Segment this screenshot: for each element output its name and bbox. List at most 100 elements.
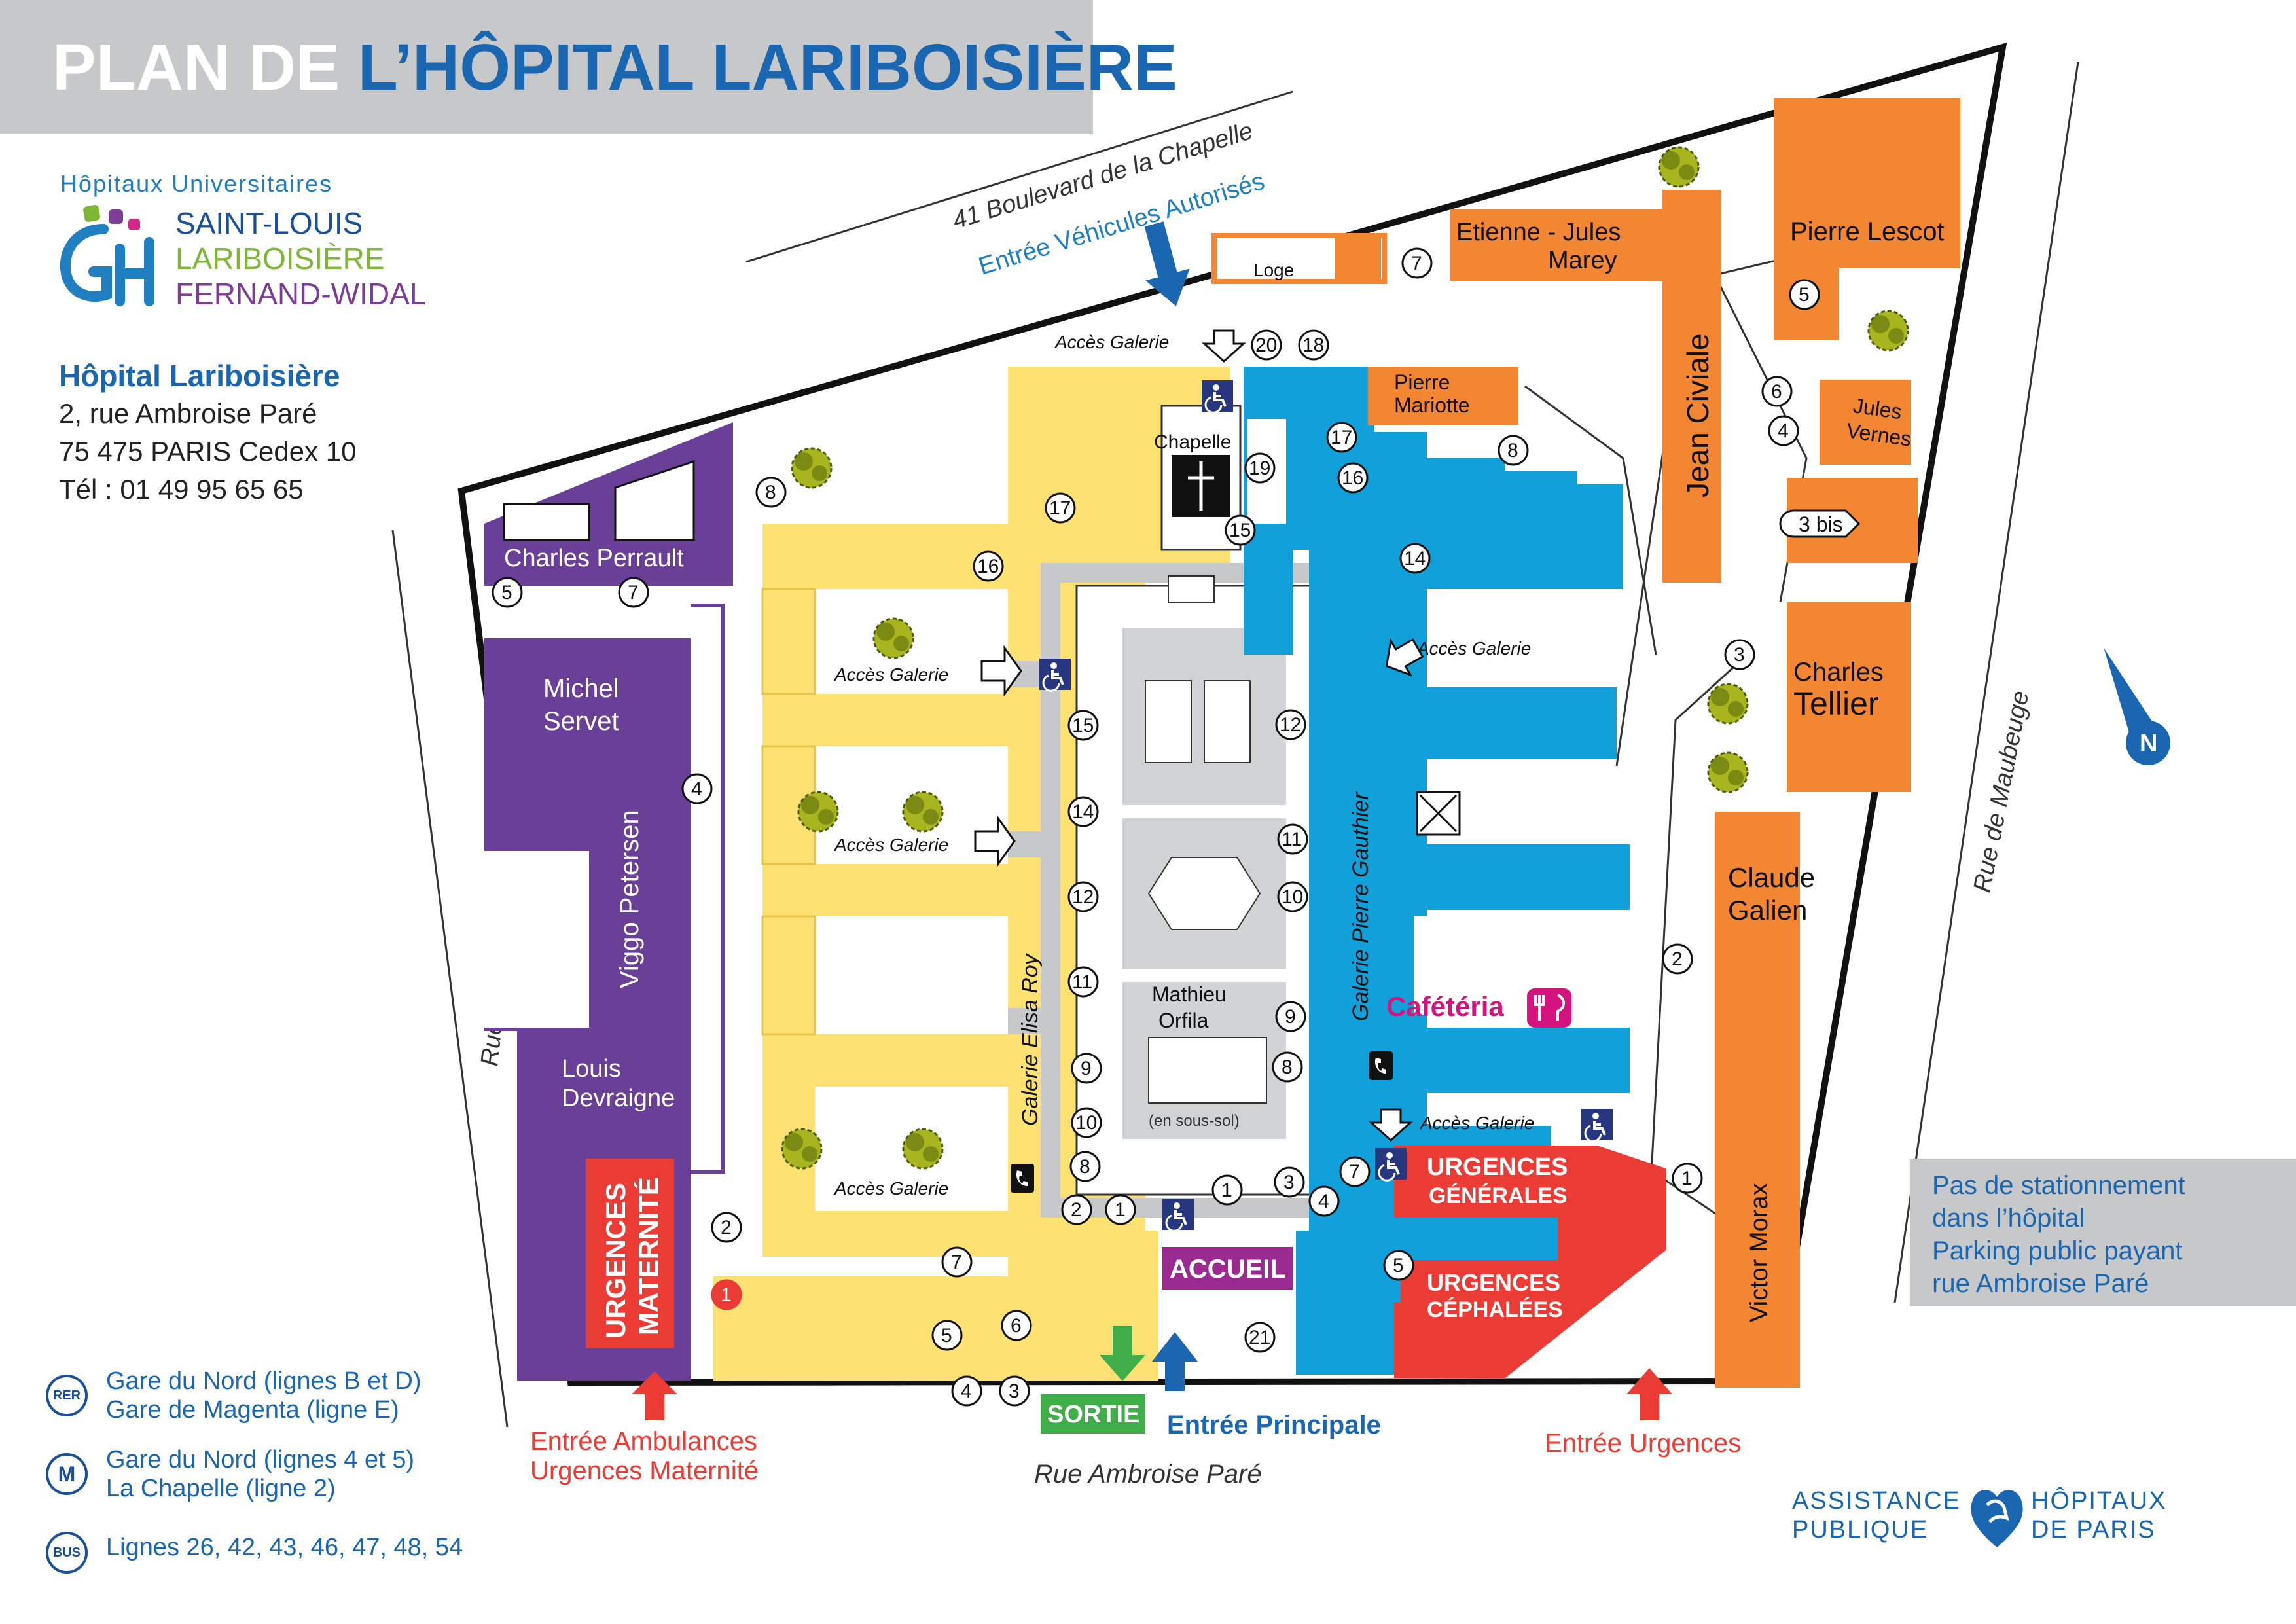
logo-line-saint-louis: SAINT-LOUIS <box>175 206 363 240</box>
label-entree-ambulances-2: Urgences Maternité <box>530 1456 759 1485</box>
marker: 4 <box>951 1375 982 1407</box>
label-charles-tellier-2: Tellier <box>1793 685 1879 722</box>
svg-text:7: 7 <box>1411 253 1422 274</box>
svg-text:17: 17 <box>1049 497 1071 519</box>
main-entrance-arrow <box>1152 1332 1198 1391</box>
marker: 12 <box>1067 881 1099 912</box>
bus-icon: BUS <box>46 1532 88 1574</box>
svg-text:12: 12 <box>1280 714 1301 736</box>
label-accueil: ACCUEIL <box>1170 1255 1286 1284</box>
label-urgences-cephalees-2: CÉPHALÉES <box>1427 1297 1563 1322</box>
svg-text:19: 19 <box>1249 458 1270 479</box>
page-title: PLAN DE L’HÔPITAL LARIBOISIÈRE <box>52 31 1177 104</box>
label-urgences-cephalees-1: URGENCES <box>1427 1269 1560 1296</box>
label-acces-galerie-1: Accès Galerie <box>1054 332 1169 352</box>
label-chapelle: Chapelle <box>1154 431 1231 453</box>
svg-text:18: 18 <box>1302 334 1324 356</box>
marker: 3 <box>1724 639 1755 670</box>
marker: 9 <box>1275 1001 1306 1032</box>
svg-text:3: 3 <box>1009 1380 1020 1402</box>
street-line-north <box>745 90 1293 263</box>
label-acces-galerie-6: Accès Galerie <box>1419 1113 1534 1133</box>
marker: 21 <box>1244 1322 1276 1353</box>
hospital-address: Hôpital Lariboisière 2, rue Ambroise Par… <box>59 357 357 509</box>
metro-icon: M <box>46 1453 88 1495</box>
marker: 8 <box>1272 1051 1303 1083</box>
label-etienne-jules-marey-2: Marey <box>1548 247 1617 274</box>
svg-text:4: 4 <box>961 1380 972 1402</box>
label-acces-galerie-2: Accès Galerie <box>833 664 948 685</box>
label-en-sous-sol: (en sous-sol) <box>1149 1112 1240 1130</box>
marker: 10 <box>1277 881 1308 912</box>
label-mathieu-orfila-1: Mathieu <box>1152 983 1227 1006</box>
svg-text:4: 4 <box>1318 1191 1329 1212</box>
address-street: 2, rue Ambroise Paré <box>59 398 317 429</box>
svg-text:12: 12 <box>1072 886 1094 908</box>
label-galerie-pierre-gauthier: Galerie Pierre Gauthier <box>1348 791 1373 1021</box>
transport-metro: M Gare du Nord (lignes 4 et 5) La Chapel… <box>46 1440 543 1519</box>
svg-text:7: 7 <box>628 582 639 604</box>
svg-text:3: 3 <box>1734 644 1745 666</box>
marker: 14 <box>1399 543 1431 574</box>
svg-text:17: 17 <box>1331 427 1352 448</box>
svg-text:6: 6 <box>1771 381 1782 403</box>
svg-text:5: 5 <box>941 1325 952 1346</box>
transport-bus: BUS Lignes 26, 42, 43, 46, 47, 48, 54 <box>46 1519 543 1597</box>
svg-text:4: 4 <box>691 778 702 800</box>
marker: 2 <box>1662 943 1693 975</box>
svg-text:14: 14 <box>1072 801 1094 823</box>
gh-logo: Hôpitaux Universitaires SAINT-LOUIS LARI… <box>58 170 427 321</box>
label-acces-galerie-5: Accès Galerie <box>1416 638 1531 659</box>
address-city: 75 475 PARIS Cedex 10 <box>59 436 357 467</box>
parking-info: Pas de stationnement dans l’hôpital Park… <box>1910 1159 2296 1306</box>
address-phone[interactable]: Tél : 01 49 95 65 65 <box>59 474 304 505</box>
logo-line-fernand-widal: FERNAND-WIDAL <box>175 277 427 311</box>
svg-text:11: 11 <box>1072 971 1092 993</box>
svg-text:6: 6 <box>1011 1315 1022 1337</box>
marker: 3 <box>1274 1166 1305 1198</box>
label-claude-galien-2: Galien <box>1728 895 1807 926</box>
label-loge: Loge <box>1253 260 1294 280</box>
svg-text:1: 1 <box>1115 1199 1126 1221</box>
marker: 4 <box>1308 1185 1340 1217</box>
label-galerie-elisa-roy: Galerie Elisa Roy <box>1018 952 1043 1126</box>
label-pierre-mariotte-2: Mariotte <box>1394 393 1470 417</box>
parking-line-3: Parking public payant <box>1932 1236 2183 1265</box>
transport-rer: RER Gare du Nord (lignes B et D) Gare de… <box>46 1362 543 1440</box>
label-pierre-mariotte-1: Pierre <box>1394 370 1450 394</box>
label-pierre-lescot: Pierre Lescot <box>1790 217 1945 246</box>
label-urgences-maternite-2: MATERNITÉ <box>633 1177 664 1335</box>
cross-icon <box>1188 461 1214 511</box>
vehicle-entrance-arrow <box>1144 221 1190 306</box>
svg-text:8: 8 <box>1282 1056 1293 1078</box>
svg-text:7: 7 <box>951 1252 962 1273</box>
label-entree-principale: Entrée Principale <box>1167 1411 1381 1439</box>
building-viggo-petersen <box>589 759 691 1028</box>
svg-text:1: 1 <box>1681 1168 1693 1189</box>
svg-text:20: 20 <box>1255 334 1277 356</box>
label-jean-civiale: Jean Civiale <box>1681 333 1715 497</box>
ambulance-entrance-arrow <box>632 1371 677 1420</box>
gallery-access-arrows <box>974 329 1424 1142</box>
marker: 5 <box>931 1320 963 1351</box>
svg-text:1: 1 <box>721 1284 732 1306</box>
svg-text:9: 9 <box>1285 1006 1296 1028</box>
label-etienne-jules-marey-1: Etienne - Jules <box>1456 219 1621 246</box>
aphp-logo: ASSISTANCE PUBLIQUE HÔPITAUX DE PARIS <box>1792 1476 2191 1561</box>
north-compass: N <box>2104 647 2170 765</box>
marker: 15 <box>1067 710 1099 741</box>
marker: 6 <box>1001 1310 1032 1341</box>
label-sortie: SORTIE <box>1047 1401 1139 1428</box>
rer-icon: RER <box>46 1375 88 1416</box>
marker: 4 <box>1768 415 1799 446</box>
marker: 7 <box>941 1246 973 1278</box>
svg-text:8: 8 <box>1079 1156 1090 1178</box>
svg-text:15: 15 <box>1072 715 1094 736</box>
compass-north-label: N <box>2140 730 2157 757</box>
street-line-east <box>1893 62 2079 1303</box>
label-claude-galien-1: Claude <box>1728 862 1815 893</box>
hospital-name: Hôpital Lariboisière <box>59 359 340 393</box>
sortie-box <box>1041 1394 1145 1434</box>
svg-text:3 bis: 3 bis <box>1799 513 1843 536</box>
